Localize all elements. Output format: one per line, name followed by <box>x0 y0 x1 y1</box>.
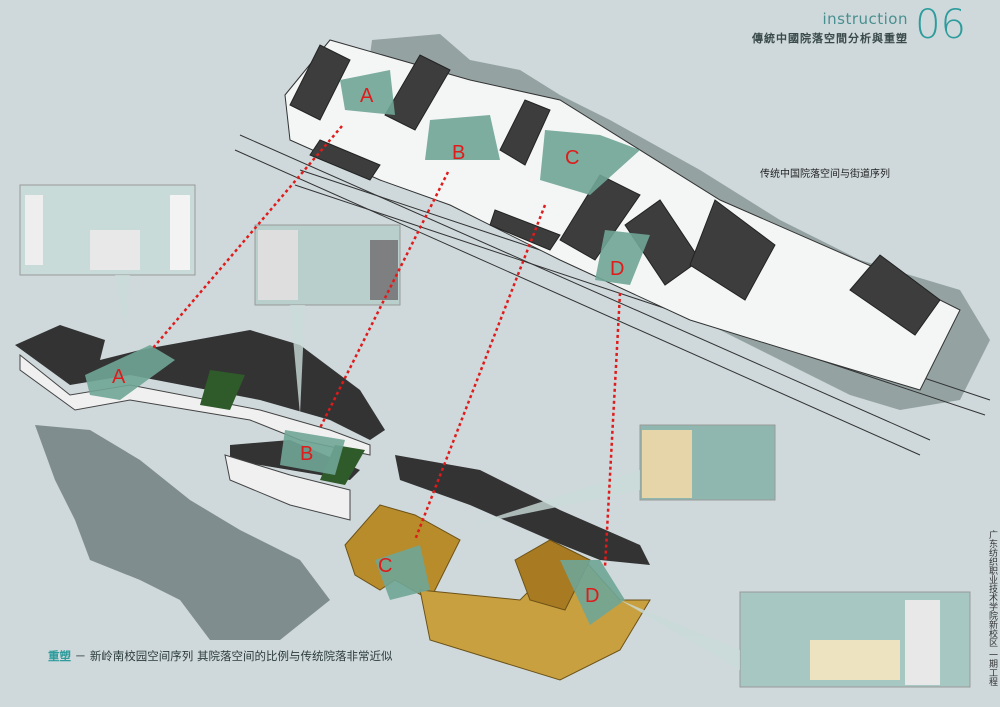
courtyard-new-b <box>280 430 345 475</box>
page-title: 傳統中國院落空間分析與重塑 <box>752 32 908 45</box>
vertical-note: 广东纺织职业技术学院新校区 一期工程 <box>987 530 997 686</box>
roof <box>489 209 561 251</box>
green-roof <box>200 370 245 410</box>
label-b-new: B <box>300 443 314 465</box>
label-a-old: A <box>360 85 374 107</box>
campus-roof <box>15 325 385 440</box>
label-b-old: B <box>452 142 466 164</box>
caption-emphasis: 重塑 <box>48 649 71 663</box>
roof <box>559 174 641 261</box>
ground-silhouette <box>35 425 330 640</box>
view-thumb-1 <box>19 184 196 276</box>
roof <box>849 254 941 336</box>
courtyard-d <box>595 230 650 285</box>
page-number: 06 <box>915 2 966 48</box>
label-a-new: A <box>112 366 126 388</box>
roof <box>289 44 351 121</box>
courtyard-new-a <box>85 345 175 400</box>
caption-text: 新岭南校园空间序列 其院落空间的比例与传统院落非常近似 <box>89 649 393 663</box>
traditional-compound <box>284 39 961 391</box>
courtyard-a <box>340 70 395 115</box>
label-d-new: D <box>585 585 600 607</box>
header-label: instruction <box>822 10 908 28</box>
view-thumb-4 <box>739 591 971 688</box>
courtyard-b <box>425 115 500 160</box>
arrow-a <box>152 125 343 349</box>
courtyard-c <box>540 130 640 195</box>
street-sequence-label: 传统中国院落空间与街道序列 <box>760 169 890 180</box>
caption: 重塑 － 新岭南校园空间序列 其院落空间的比例与传统院落非常近似 <box>48 648 392 664</box>
courtyard-new-c <box>375 545 430 600</box>
roof <box>384 54 451 131</box>
courtyard-new-d <box>560 560 625 625</box>
campus-wall <box>224 454 351 521</box>
roof <box>309 139 381 181</box>
roof <box>499 99 551 166</box>
view-thumb-3 <box>639 424 776 501</box>
label-d-old: D <box>610 258 625 280</box>
label-c-old: C <box>565 147 580 169</box>
caption-dash: － <box>74 649 87 663</box>
red-arrows <box>152 125 622 568</box>
roof <box>689 199 776 301</box>
pointer-wedges <box>115 275 740 670</box>
label-c-new: C <box>378 555 393 577</box>
view-thumb-2 <box>254 224 401 306</box>
arrow-d <box>603 292 622 568</box>
new-campus-gold <box>344 504 651 681</box>
